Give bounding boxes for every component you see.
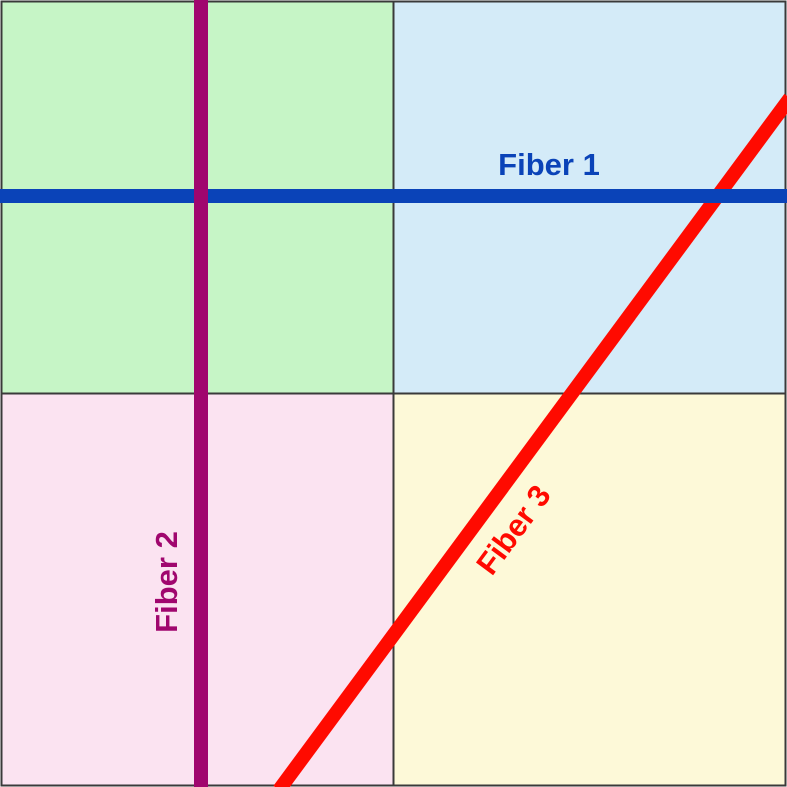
quadrant-bottom-right — [392, 392, 787, 787]
fiber-3-line — [273, 93, 787, 787]
fiber-2-label: Fiber 2 — [149, 531, 184, 633]
fiber-1-label: Fiber 1 — [498, 147, 600, 182]
